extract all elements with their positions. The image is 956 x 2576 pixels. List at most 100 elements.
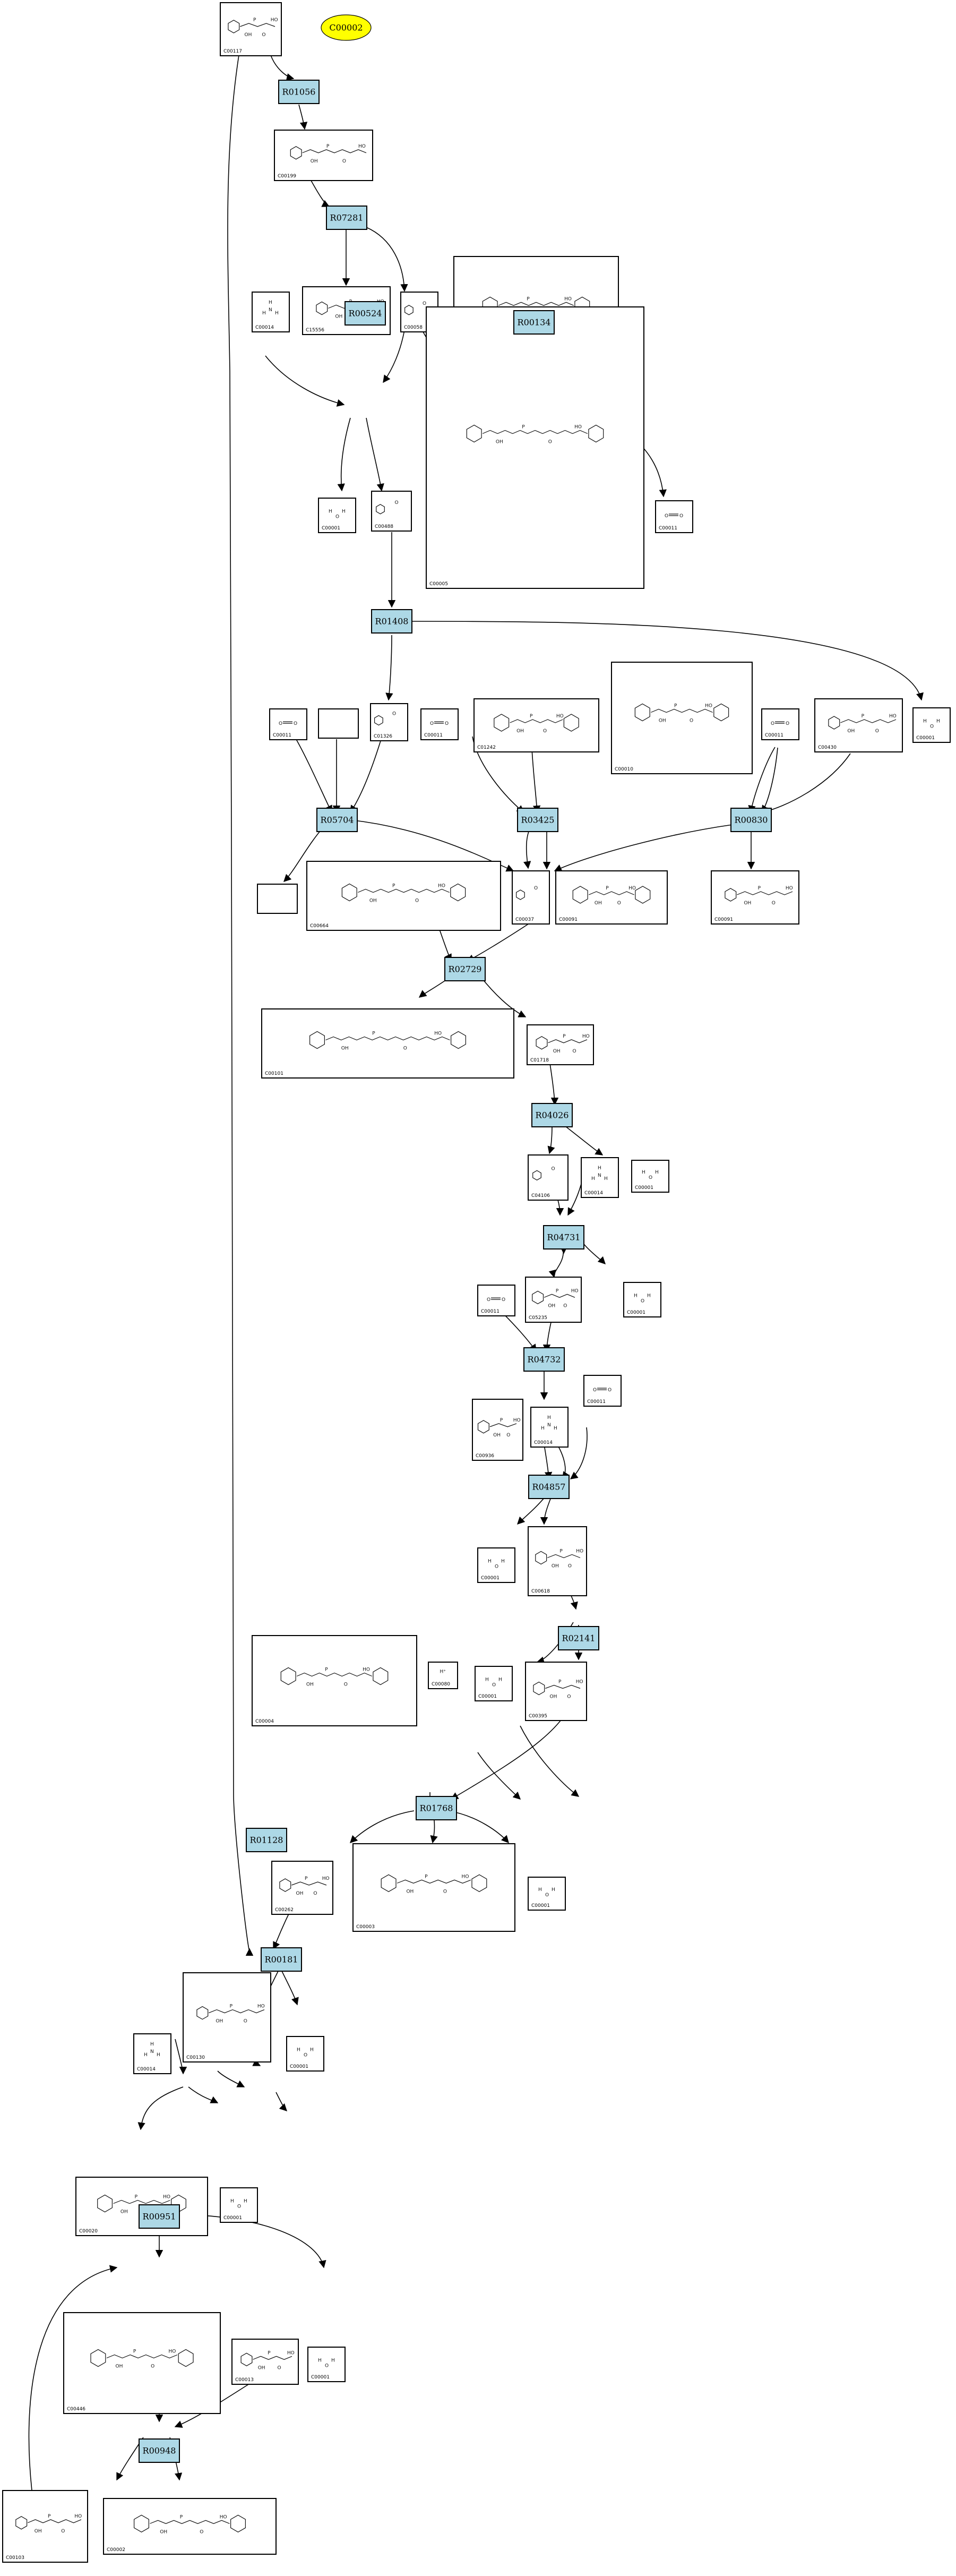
compound-c00080[interactable]: C00080 bbox=[428, 1662, 458, 1689]
compound-c00664[interactable]: C00664 bbox=[306, 861, 501, 931]
compound-box bbox=[318, 498, 356, 533]
compound-c00091b[interactable]: C00091 bbox=[711, 870, 799, 925]
compound-box bbox=[525, 1277, 582, 1323]
reaction-r00951[interactable]: R00951 bbox=[139, 2204, 180, 2229]
bond bbox=[775, 721, 785, 724]
compound-c00001f[interactable]: C00001 bbox=[475, 1666, 513, 1701]
compound-box bbox=[271, 1861, 333, 1915]
reaction-r05704[interactable]: R05704 bbox=[316, 808, 358, 832]
compound-c01718[interactable]: C01718 bbox=[527, 1024, 594, 1065]
compound-c00011c[interactable]: C00011 bbox=[420, 708, 459, 740]
reaction-r00948[interactable]: R00948 bbox=[139, 2438, 180, 2463]
compound-c05235[interactable]: C05235 bbox=[525, 1277, 582, 1323]
compound-c04106[interactable]: C04106 bbox=[528, 1154, 569, 1201]
compound-c00101[interactable]: C00101 bbox=[261, 1008, 514, 1079]
compound-box bbox=[318, 708, 359, 739]
reaction-label: R07281 bbox=[330, 213, 364, 223]
atom-label: O bbox=[665, 514, 668, 519]
compound-c00001h[interactable]: C00001 bbox=[286, 2036, 324, 2072]
compound-c00130[interactable]: C00130 bbox=[183, 1972, 271, 2062]
compound-c00199[interactable]: C00199 bbox=[274, 130, 373, 181]
compound-c00262[interactable]: C00262 bbox=[271, 1861, 333, 1915]
atom-label: O bbox=[572, 1049, 576, 1054]
compound-c00014d[interactable]: C00014 bbox=[133, 2033, 171, 2074]
compound-c00001e[interactable]: C00001 bbox=[477, 1547, 515, 1583]
compound-c01242[interactable]: C01242 bbox=[473, 698, 599, 752]
reaction-box bbox=[344, 301, 386, 326]
compound-blank1[interactable] bbox=[318, 708, 359, 739]
compound-c00014b[interactable]: C00014 bbox=[581, 1157, 619, 1198]
compound-c00005[interactable]: C00005 bbox=[426, 306, 644, 589]
atom-label: H bbox=[331, 2358, 335, 2363]
compound-box bbox=[477, 1547, 515, 1583]
reaction-r04732[interactable]: R04732 bbox=[523, 1347, 565, 1372]
atom-label: O bbox=[313, 1891, 317, 1896]
ring bbox=[563, 714, 579, 732]
compound-c00446[interactable]: C00446 bbox=[63, 2312, 221, 2414]
compound-c00001b[interactable]: C00001 bbox=[912, 707, 951, 743]
atom-label: O bbox=[304, 2052, 307, 2058]
ring bbox=[713, 703, 729, 722]
compound-c00037[interactable]: C00037 bbox=[512, 870, 550, 925]
reaction-r01768[interactable]: R01768 bbox=[416, 1796, 457, 1820]
atom-label: O bbox=[534, 886, 538, 891]
atom-label: O bbox=[593, 1388, 597, 1393]
reaction-r04731[interactable]: R04731 bbox=[543, 1225, 584, 1250]
reaction-r01056[interactable]: R01056 bbox=[278, 80, 320, 104]
compound-c00014a[interactable]: C00014 bbox=[252, 292, 290, 332]
structure-sketch: HOH bbox=[318, 2358, 335, 2368]
compound-c00395[interactable]: C00395 bbox=[525, 1662, 587, 1721]
reaction-r00830[interactable]: R00830 bbox=[730, 808, 772, 832]
reaction-r01408[interactable]: R01408 bbox=[371, 609, 412, 634]
compound-label: C00010 bbox=[615, 767, 633, 772]
reaction-r04857[interactable]: R04857 bbox=[528, 1475, 570, 1499]
reaction-r03425[interactable]: R03425 bbox=[517, 808, 558, 832]
compound-c00001j[interactable]: C00001 bbox=[307, 2347, 346, 2382]
compound-c00013[interactable]: C00013 bbox=[231, 2339, 299, 2385]
compound-c00001g[interactable]: C00001 bbox=[528, 1877, 566, 1911]
compound-c00014c[interactable]: C00014 bbox=[530, 1407, 569, 1448]
reaction-r07281[interactable]: R07281 bbox=[326, 206, 367, 230]
compound-c00001c[interactable]: C00001 bbox=[631, 1160, 669, 1193]
reaction-r02141[interactable]: R02141 bbox=[558, 1626, 599, 1650]
reaction-r00524[interactable]: R00524 bbox=[344, 301, 386, 326]
compound-c01326[interactable]: C01326 bbox=[370, 703, 408, 741]
compound-c00001i[interactable]: C00001 bbox=[220, 2187, 258, 2223]
compound-c00488[interactable]: C00488 bbox=[371, 491, 412, 532]
reaction-box bbox=[444, 957, 486, 981]
compound-c00618[interactable]: C00618 bbox=[528, 1526, 587, 1596]
compound-c00117[interactable]: C00117 bbox=[220, 2, 282, 56]
compound-c00011b[interactable]: C00011 bbox=[269, 708, 307, 740]
atom-label: OH bbox=[116, 2364, 123, 2369]
edge bbox=[217, 2070, 245, 2087]
reaction-label: R00830 bbox=[735, 815, 768, 825]
reaction-r01128[interactable]: R01128 bbox=[246, 1828, 287, 1852]
compound-c00004[interactable]: C00004 bbox=[252, 1635, 417, 1726]
compound-c00003[interactable]: C00003 bbox=[352, 1843, 515, 1932]
compound-box bbox=[352, 1843, 515, 1932]
compound-c00011d[interactable]: C00011 bbox=[761, 708, 799, 740]
edge bbox=[366, 227, 408, 292]
compound-c00936[interactable]: C00936 bbox=[472, 1399, 523, 1461]
compound-c00010[interactable]: C00010 bbox=[611, 662, 753, 774]
compound-c00011e[interactable]: C00011 bbox=[477, 1285, 515, 1316]
compound-c00091a[interactable]: C00091 bbox=[555, 870, 668, 925]
reaction-r02729[interactable]: R02729 bbox=[444, 957, 486, 981]
reaction-r00134[interactable]: R00134 bbox=[513, 310, 555, 335]
compound-c00001d[interactable]: C00001 bbox=[623, 1282, 661, 1317]
compound-blank2[interactable] bbox=[257, 884, 298, 914]
ring bbox=[450, 883, 466, 902]
compound-c00103[interactable]: C00103 bbox=[2, 2490, 88, 2563]
compound-c00430[interactable]: C00430 bbox=[814, 698, 903, 752]
highlight-compound[interactable]: C00002 bbox=[321, 14, 372, 41]
compound-c00002[interactable]: C00002 bbox=[103, 2498, 277, 2555]
reaction-r00181[interactable]: R00181 bbox=[261, 1947, 302, 1972]
compound-box bbox=[611, 662, 753, 774]
compound-label: C00013 bbox=[235, 2377, 254, 2383]
edge bbox=[294, 736, 332, 814]
compound-c00011a[interactable]: C00011 bbox=[655, 500, 693, 533]
compound-c00001a[interactable]: C00001 bbox=[318, 498, 356, 533]
reaction-r04026[interactable]: R04026 bbox=[531, 1103, 573, 1127]
compound-c00011f[interactable]: C00011 bbox=[583, 1375, 622, 1407]
